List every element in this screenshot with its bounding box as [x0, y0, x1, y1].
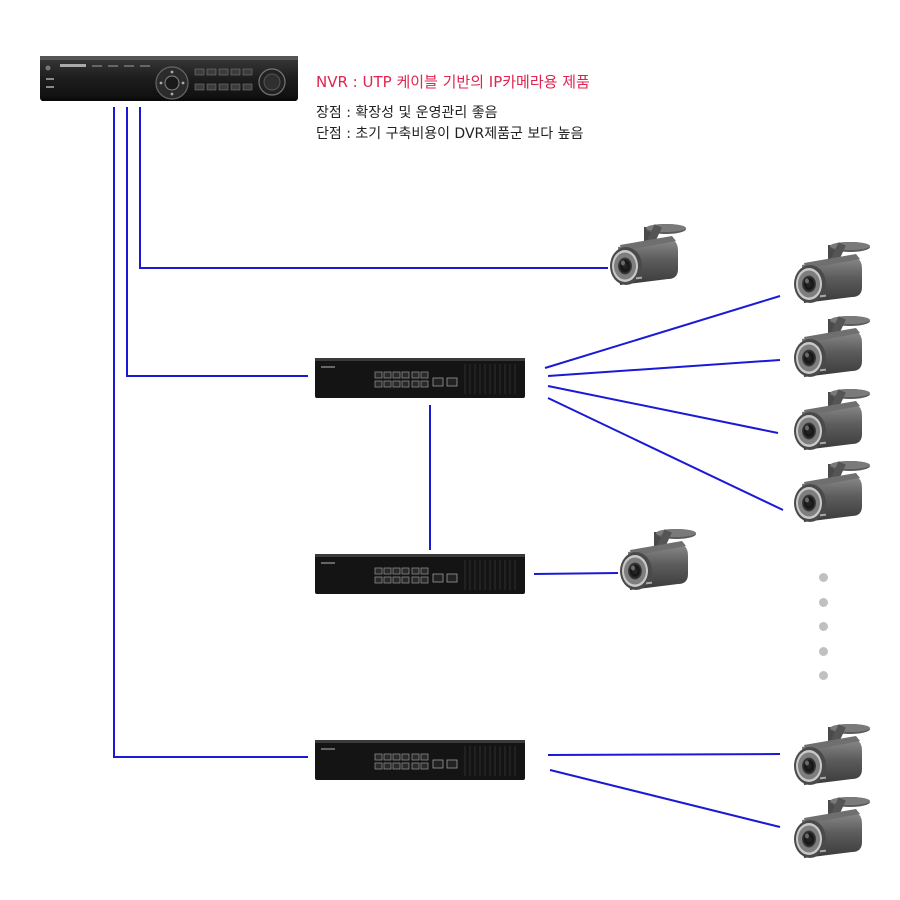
cable-switch-1-to-camera-s1-3 [547, 385, 779, 434]
cable-switch-2-to-camera-s2-1 [533, 572, 619, 575]
nvr-recorder-icon [40, 56, 298, 101]
bullet-camera-icon [794, 389, 870, 450]
ellipsis-dot [819, 671, 828, 680]
ellipsis-dots-icon [819, 573, 831, 696]
cons-text: 단점 : 초기 구축비용이 DVR제품군 보다 높음 [316, 126, 584, 142]
bullet-camera-icon [794, 724, 870, 785]
bullet-camera-icon [794, 242, 870, 303]
cable-switch-1-to-camera-s1-1 [544, 295, 781, 369]
camera-layer [610, 224, 870, 858]
ellipsis-dot [819, 646, 828, 656]
ellipsis-dot [819, 573, 828, 582]
network-switch-icon [314, 553, 526, 595]
bullet-camera-icon [620, 529, 696, 590]
cable-switch-1-to-camera-s1-2 [547, 359, 781, 377]
cable-nvr-to-switch-1 [126, 107, 308, 377]
network-switch-icon [314, 739, 526, 781]
cable-switch-3-to-camera-s3-1 [547, 753, 781, 756]
bullet-camera-icon [610, 224, 686, 285]
cable-layer [113, 107, 784, 828]
diagram-title: NVR : UTP 케이블 기반의 IP카메라용 제품 [316, 73, 590, 91]
pros-text: 장점 : 확장성 및 운영관리 좋음 [316, 105, 498, 121]
network-switch-icon [315, 358, 525, 398]
ellipsis-dot [819, 622, 828, 631]
ellipsis-dot [819, 597, 828, 607]
cable-switch-3-to-camera-s3-2 [549, 769, 781, 828]
bullet-camera-icon [794, 797, 870, 858]
cable-switch-1-to-camera-s1-4 [547, 397, 784, 511]
cable-nvr-to-switch-3 [113, 107, 308, 758]
caption-block: NVR : UTP 케이블 기반의 IP카메라용 제품 장점 : 확장성 및 운… [316, 71, 876, 145]
cable-nvr-to-camera-nvr-direct [139, 107, 608, 269]
bullet-camera-icon [794, 316, 870, 377]
bullet-camera-icon [794, 461, 870, 522]
